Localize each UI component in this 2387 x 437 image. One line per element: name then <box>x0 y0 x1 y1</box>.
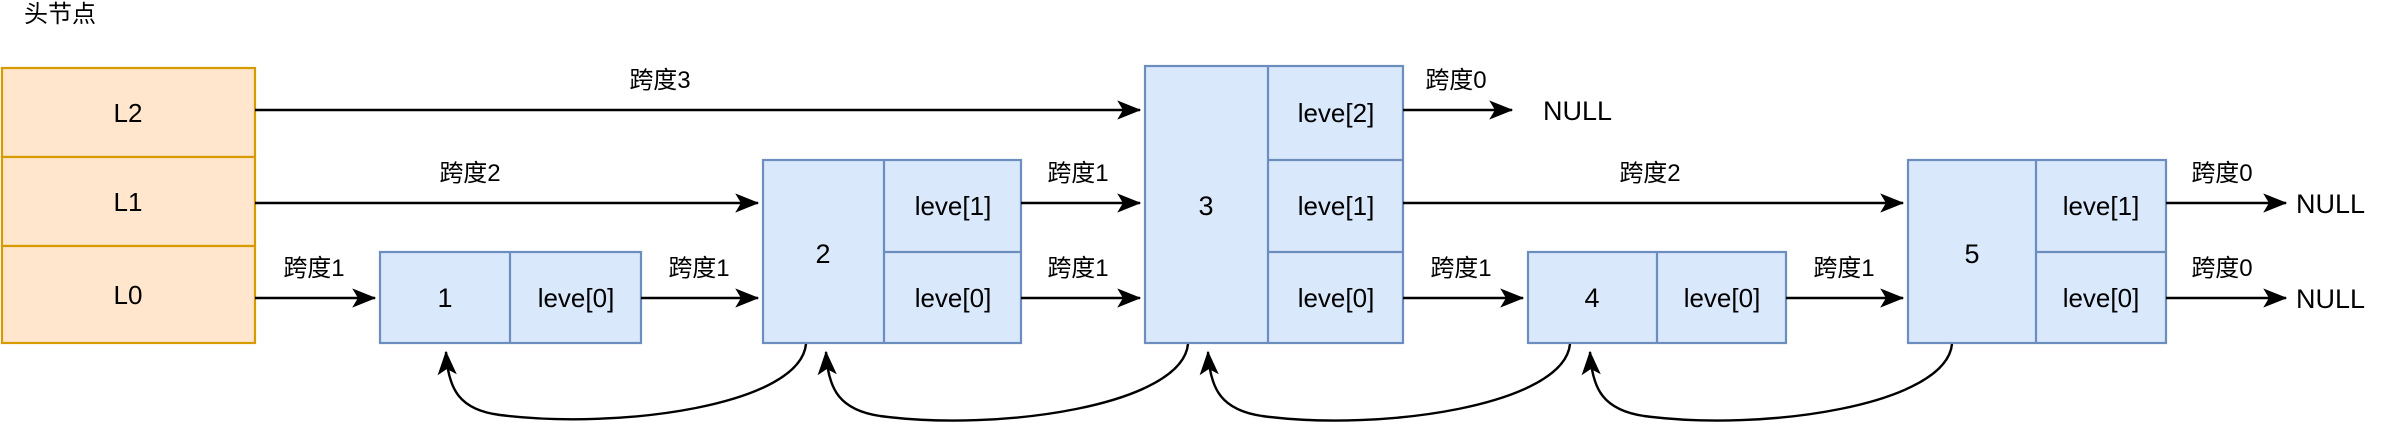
span-label-node2-l0: 跨度1 <box>1047 255 1108 282</box>
node-3: 3 leve[2] leve[1] leve[0] <box>1143 64 1405 345</box>
backlink-node5-to-node4-head <box>1581 350 1645 418</box>
head-node-label-l1: L1 <box>114 187 143 217</box>
node-3-box[interactable] <box>1143 64 1405 345</box>
node-4-cell-leve0: leve[0] <box>1684 283 1761 313</box>
node-1-value: 1 <box>437 283 452 313</box>
span-label-node3-l0: 跨度1 <box>1430 255 1491 282</box>
node-1: 1 leve[0] <box>378 250 643 345</box>
node-3-cell-leve2: leve[2] <box>1298 98 1375 128</box>
head-node-cell-l0[interactable] <box>0 244 257 345</box>
null-terminal-l2: NULL <box>1543 96 1612 126</box>
node-5: 5 leve[1] leve[0] <box>1906 158 2168 345</box>
head-node: L2 L1 L0 <box>0 66 257 345</box>
page-title: 头节点 <box>24 1 96 28</box>
backlink-node5-to-node4[interactable] <box>1643 343 1954 422</box>
backlink-node4-to-node3-head <box>1199 350 1263 418</box>
backlink-node2-to-node1-head <box>437 350 501 417</box>
node-1-cell-leve0: leve[0] <box>538 283 615 313</box>
node-5-cell-leve0: leve[0] <box>2063 283 2140 313</box>
backlink-node2-to-node1[interactable] <box>499 343 808 421</box>
node-3-cell-leve0: leve[0] <box>1298 283 1375 313</box>
null-terminal-l0: NULL <box>2296 284 2365 314</box>
span-label-head-l2: 跨度3 <box>629 67 690 94</box>
node-3-value: 3 <box>1198 191 1213 221</box>
span-label-node4-l0: 跨度1 <box>1813 255 1874 282</box>
backlink-node4-to-node3[interactable] <box>1261 343 1572 422</box>
node-2-cell-leve1: leve[1] <box>915 191 992 221</box>
span-label-node3-l1: 跨度2 <box>1619 160 1680 187</box>
span-label-head-l0: 跨度1 <box>283 255 344 282</box>
node-2-cell-leve0: leve[0] <box>915 283 992 313</box>
node-3-cell-leve1: leve[1] <box>1298 191 1375 221</box>
span-label-node2-l1: 跨度1 <box>1047 160 1108 187</box>
node-5-value: 5 <box>1964 239 1979 269</box>
node-2-value: 2 <box>815 239 830 269</box>
backlink-node3-to-node2-head <box>817 350 881 418</box>
null-terminal-l1: NULL <box>2296 189 2365 219</box>
span-label-head-l1: 跨度2 <box>439 160 500 187</box>
span-label-node5-l0: 跨度0 <box>2191 255 2252 282</box>
span-label-node1-l0: 跨度1 <box>668 255 729 282</box>
node-4: 4 leve[0] <box>1526 250 1788 345</box>
node-5-cell-leve1: leve[1] <box>2063 191 2140 221</box>
backlink-node3-to-node2[interactable] <box>879 343 1190 422</box>
head-node-cell-l2[interactable] <box>0 66 257 159</box>
head-node-label-l2: L2 <box>114 98 143 128</box>
span-label-node3-l2: 跨度0 <box>1425 67 1486 94</box>
node-2: 2 leve[1] leve[0] <box>761 158 1023 345</box>
node-4-value: 4 <box>1584 283 1599 313</box>
head-node-cell-l1[interactable] <box>0 155 257 248</box>
span-label-node5-l1: 跨度0 <box>2191 160 2252 187</box>
head-node-label-l0: L0 <box>114 280 143 310</box>
